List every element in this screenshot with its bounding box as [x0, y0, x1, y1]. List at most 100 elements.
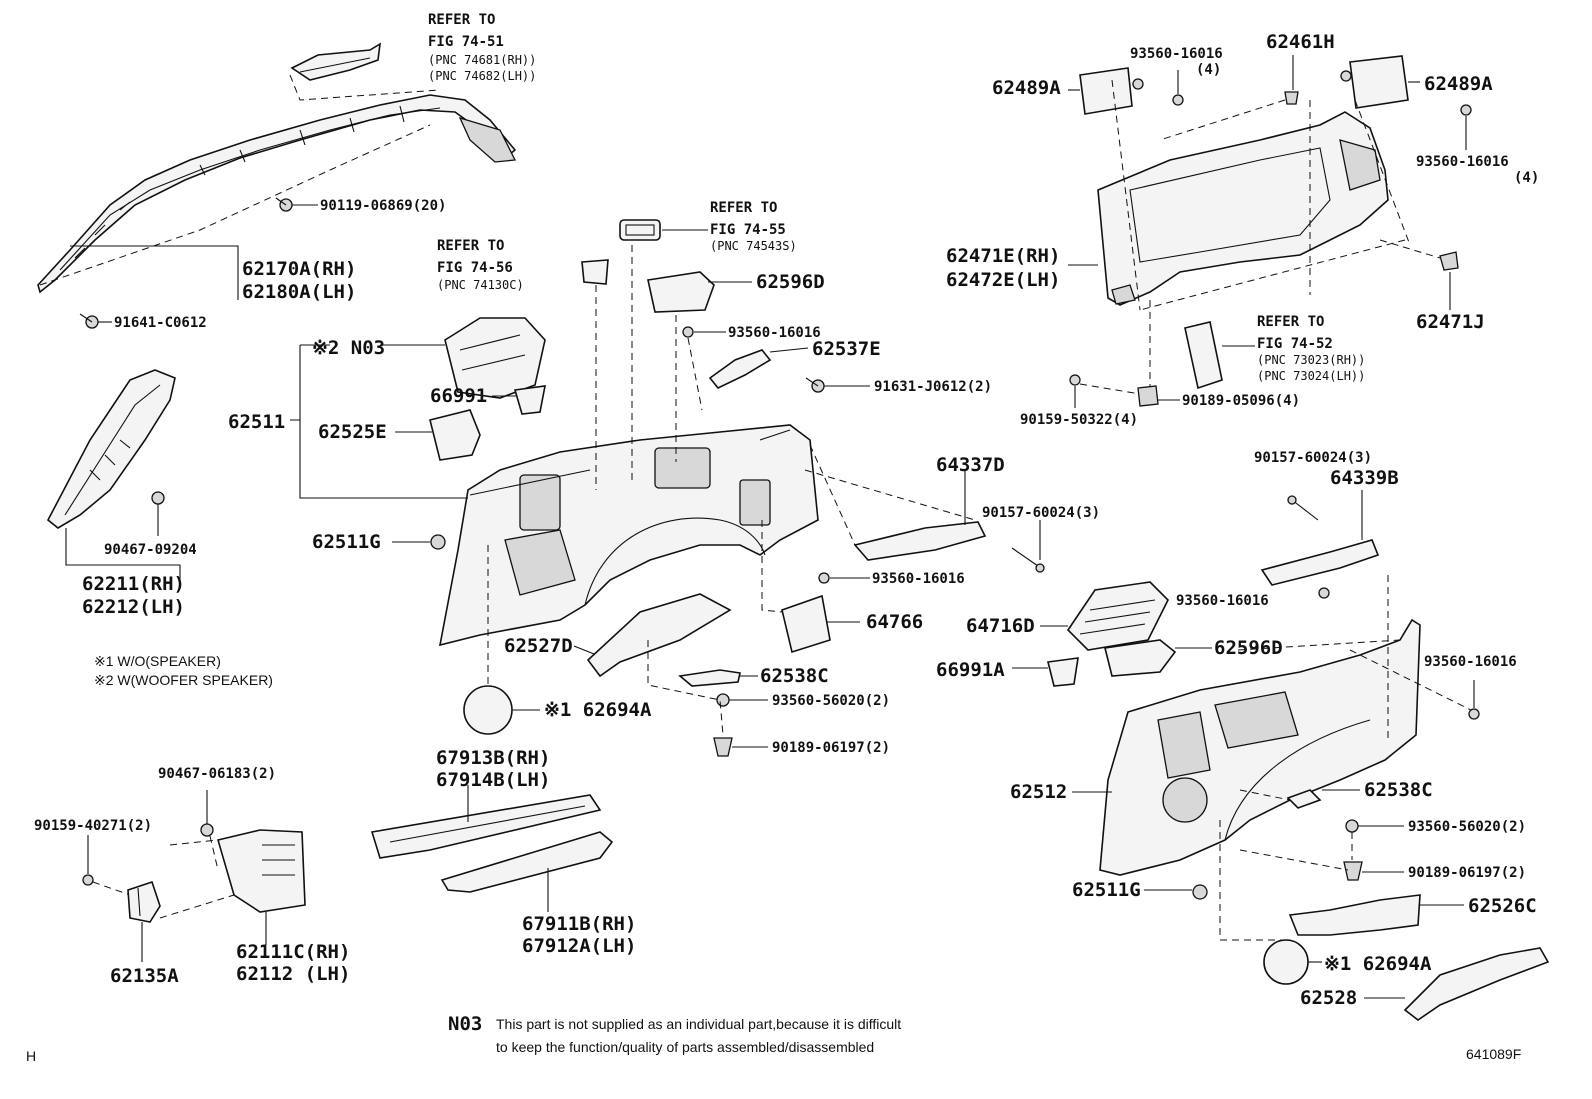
label-62596d-a: 62596D: [756, 271, 825, 293]
figure-id: 641089F: [1466, 1046, 1521, 1062]
screw-90159-50: [1069, 374, 1081, 408]
cover-62111c: [216, 829, 306, 913]
curtain-shield-airbag: [37, 94, 517, 294]
bracket-62538c-b: [1286, 789, 1322, 809]
legend-item-1: ※1 W/O(SPEAKER): [94, 653, 221, 669]
screw-93560-d: [1460, 104, 1472, 150]
label-62526c: 62526C: [1468, 895, 1537, 917]
screw-93560-e: [1318, 587, 1330, 599]
label-93560-16016-d: 93560-16016: [1416, 154, 1509, 170]
back-door-trim: [1097, 111, 1389, 306]
ref-74-52-line4: (PNC 73024(LH)): [1257, 369, 1365, 383]
label-62511: 62511: [228, 411, 285, 433]
leader-62170a: [70, 245, 239, 300]
label-93560-16016-e: 93560-16016: [1176, 593, 1269, 609]
quarter-trim-panel-lh: [438, 424, 819, 647]
label-62694a-a: ※1 62694A: [544, 699, 652, 721]
screw-90159-40: [82, 835, 94, 886]
label-90159-40271: 90159-40271(2): [34, 818, 152, 834]
leader-62537e: [769, 347, 809, 353]
ref-74-55-line1: REFER TO: [710, 200, 777, 216]
ref-74-52-line3: (PNC 73023(RH)): [1257, 353, 1365, 367]
label-67913b: 67913B(RH): [436, 747, 550, 769]
label-93560-d-qty: (4): [1514, 170, 1539, 186]
quarter-trim-panel-rh: [1099, 618, 1421, 876]
box-62596d: [647, 271, 715, 313]
label-62170a: 62170A(RH): [242, 258, 356, 280]
dash-62538c-b: [1239, 789, 1291, 801]
label-62511g-a: 62511G: [312, 531, 381, 553]
box-62596d-b: [1104, 639, 1177, 677]
ref-fig-74-52: REFER TO FIG 74-52 (PNC 73023(RH)) (PNC …: [1257, 314, 1365, 383]
label-67912a: 67912A(LH): [522, 935, 636, 957]
label-62538c-a: 62538C: [760, 665, 829, 687]
footnote-line2: to keep the function/quality of parts as…: [496, 1039, 874, 1055]
label-62471j: 62471J: [1416, 311, 1485, 333]
clip-90467-b: [200, 790, 214, 837]
label-64337d: 64337D: [936, 454, 1005, 476]
label-93560-16016-a: 93560-16016: [728, 325, 821, 341]
ref-74-51-line3: (PNC 74681(RH)): [428, 53, 536, 67]
label-62537e: 62537E: [812, 338, 881, 360]
screw-93560-56-a: [716, 693, 768, 707]
label-93560-16016-f: 93560-16016: [1424, 654, 1517, 670]
clip-62511g-b: [1144, 884, 1208, 900]
screw-90119: [275, 197, 318, 212]
label-62471e: 62471E(RH): [946, 245, 1060, 267]
clip-62489a-l: [1079, 67, 1144, 115]
bracket-64339b: [1260, 539, 1380, 586]
label-93560-16016-c: 93560-16016: [1130, 46, 1223, 62]
label-90189-05096: 90189-05096(4): [1182, 393, 1300, 409]
board-62526c: [1288, 894, 1421, 936]
screw-93560-56-b: [1345, 819, 1404, 833]
label-90467-09204: 90467-09204: [104, 542, 197, 558]
footnote-n03: N03 This part is not supplied as an indi…: [448, 1013, 901, 1055]
label-64339b: 64339B: [1330, 467, 1399, 489]
label-62211: 62211(RH): [82, 573, 185, 595]
ref-fig-74-51: REFER TO FIG 74-51 (PNC 74681(RH)) (PNC …: [428, 12, 536, 83]
ref-74-51-line4: (PNC 74682(LH)): [428, 69, 536, 83]
clip-62461h: [1284, 55, 1299, 105]
scuff-plate-67913b: [370, 794, 602, 859]
ref-74-51-line2: FIG 74-51: [428, 34, 504, 50]
label-90159-50322: 90159-50322(4): [1020, 412, 1138, 428]
label-90157-60024-a: 90157-60024(3): [982, 505, 1100, 521]
dash-90159-50: [1079, 383, 1141, 395]
dash-clips-b: [1239, 832, 1353, 871]
screw-91631: [805, 377, 870, 393]
label-62528: 62528: [1300, 987, 1357, 1009]
cap-66991: [513, 385, 546, 415]
label-62135a: 62135A: [110, 965, 179, 987]
label-90467-06183: 90467-06183(2): [158, 766, 276, 782]
label-90157-60024-b: 90157-60024(3): [1254, 450, 1372, 466]
board-62527d: [586, 593, 732, 678]
ref-fig-74-55: REFER TO FIG 74-55 (PNC 74543S): [710, 200, 797, 253]
label-62489a-left: 62489A: [992, 77, 1061, 99]
legend: ※1 W/O(SPEAKER) ※2 W(WOOFER SPEAKER): [94, 653, 273, 688]
label-67911b: 67911B(RH): [522, 913, 636, 935]
hook-62537e: [708, 349, 772, 389]
bolt-90157-b: [1287, 495, 1319, 521]
screw-91641: [79, 313, 112, 329]
label-66991a: 66991A: [936, 659, 1005, 681]
legend-item-2: ※2 W(WOOFER SPEAKER): [94, 672, 273, 688]
label-64766: 64766: [866, 611, 923, 633]
dash-64337d: [804, 444, 976, 546]
label-93560-56020-b: 93560-56020(2): [1408, 819, 1526, 835]
label-66991: 66991: [430, 385, 487, 407]
label-62511g-b: 62511G: [1072, 879, 1141, 901]
ref-fig-74-56: REFER TO FIG 74-56 (PNC 74130C): [437, 238, 524, 292]
dash-back-door: [1111, 79, 1411, 390]
woofer-bracket-n03: [444, 317, 546, 399]
label-90189-06197-b: 90189-06197(2): [1408, 865, 1526, 881]
airbag-bracket-top: [290, 42, 381, 81]
ref-74-56-line3: (PNC 74130C): [437, 278, 524, 292]
label-62180a: 62180A(LH): [242, 281, 356, 303]
label-62512: 62512: [1010, 781, 1067, 803]
dash-62111c: [159, 835, 235, 919]
clip-90189-b: [1343, 861, 1404, 881]
screw-93560-f: [1468, 680, 1480, 720]
label-91631-j0612: 91631-J0612(2): [874, 379, 992, 395]
screw-93560-c: [1172, 70, 1184, 106]
